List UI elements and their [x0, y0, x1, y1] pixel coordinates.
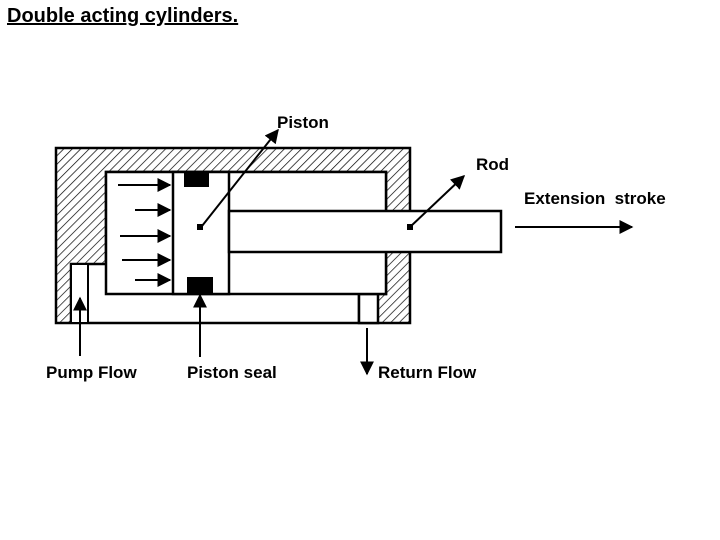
piston-leader-arrow — [201, 128, 279, 227]
label-pump-flow: Pump Flow — [46, 363, 137, 382]
piston-center-dot — [197, 224, 203, 230]
piston-seal-top — [184, 172, 209, 187]
rod — [227, 209, 503, 254]
slide-title: Double acting cylinders. — [7, 5, 239, 27]
label-piston-seal: Piston seal — [187, 363, 277, 382]
rod-leader-arrow — [409, 175, 466, 228]
piston — [171, 170, 231, 296]
return-port — [357, 292, 380, 325]
label-extension-stroke: Extension stroke — [524, 189, 666, 208]
pressure-arrows — [118, 178, 172, 287]
label-rod: Rod — [476, 155, 509, 174]
label-piston: Piston — [277, 113, 329, 132]
label-return-flow: Return Flow — [378, 363, 477, 382]
piston-seal-bottom — [187, 277, 213, 294]
